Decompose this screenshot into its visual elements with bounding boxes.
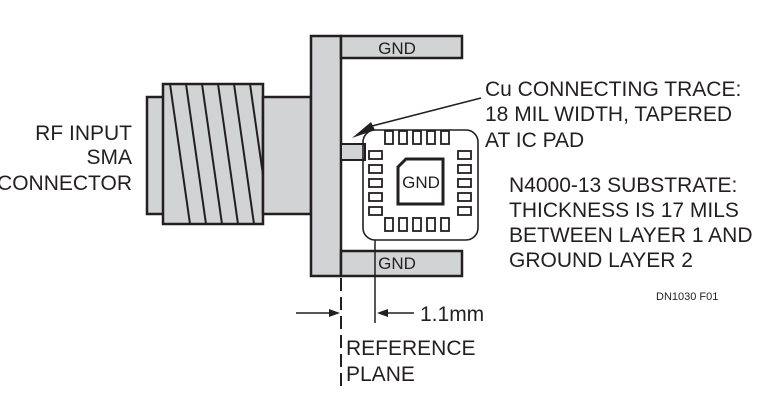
substrate-label-line-1: N4000-13 SUBSTRATE:	[509, 174, 737, 197]
connector-label-line-2: SMA	[86, 146, 132, 169]
ic-exposed-gnd-pad	[396, 157, 445, 206]
reference-plane-label: REFERENCE PLANE	[346, 337, 476, 386]
substrate-label-line-4: GROUND LAYER 2	[509, 249, 693, 272]
sma-connector	[145, 34, 343, 278]
gnd-label-bottom: GND	[378, 254, 416, 273]
ic-package	[362, 129, 479, 241]
reference-label-line-1: REFERENCE	[346, 337, 476, 360]
center-pin-trace	[340, 143, 366, 161]
connector-label-line-3: CONNECTOR	[0, 172, 132, 195]
connector-flange	[309, 34, 343, 278]
gnd-pad-top	[339, 34, 464, 60]
ic-pins-bottom	[384, 217, 450, 232]
trace-label-line-1: Cu CONNECTING TRACE:	[485, 78, 741, 101]
reference-label-line-2: PLANE	[346, 363, 415, 386]
dimension-1-1mm	[296, 240, 414, 323]
ic-pins-top	[384, 130, 450, 145]
connector-label-line-1: RF INPUT	[35, 122, 132, 145]
ic-gnd-label: GND	[402, 173, 440, 192]
trace-label-line-2: 18 MIL WIDTH, TAPERED	[485, 103, 732, 126]
connector-neck	[261, 95, 313, 216]
trace-label: Cu CONNECTING TRACE: 18 MIL WIDTH, TAPER…	[485, 78, 741, 152]
trace-leader-arrow	[352, 97, 482, 138]
gnd-pad-bottom	[339, 249, 464, 278]
dimension-label: 1.1mm	[420, 303, 484, 326]
ic-pins-right	[457, 150, 472, 216]
substrate-label: N4000-13 SUBSTRATE: THICKNESS IS 17 MILS…	[509, 174, 753, 272]
ic-pins-left	[368, 150, 383, 216]
connector-threads	[169, 84, 263, 224]
connector-label: RF INPUT SMA CONNECTOR	[0, 122, 132, 195]
gnd-label-top: GND	[378, 39, 416, 58]
figure-id: DN1030 F01	[656, 291, 718, 303]
ic-outline	[362, 129, 479, 241]
substrate-label-line-2: THICKNESS IS 17 MILS	[509, 199, 739, 222]
substrate-label-line-3: BETWEEN LAYER 1 AND	[509, 224, 753, 247]
trace-label-line-3: AT IC PAD	[485, 129, 584, 152]
